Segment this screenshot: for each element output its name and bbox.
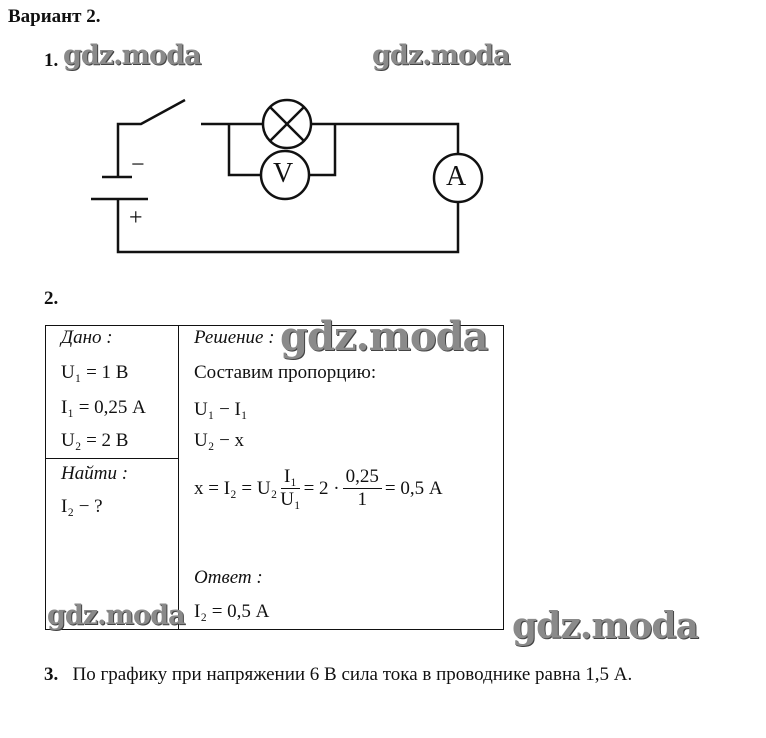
- ammeter-icon: [432, 152, 484, 204]
- given-header: Дано :: [61, 327, 113, 348]
- find-header: Найти :: [61, 463, 129, 484]
- answer-header: Ответ :: [194, 567, 263, 588]
- formula-mid: = 2 ·: [303, 477, 340, 499]
- lamp-icon: [261, 98, 313, 150]
- solution-table: [45, 325, 504, 630]
- task3-number: 3.: [44, 664, 59, 685]
- minus-sign: −: [131, 152, 145, 178]
- switch-icon: [116, 98, 186, 177]
- task3: 3. По графику при напряжении 6 В сила то…: [44, 664, 632, 686]
- numerator: I₁: [280, 466, 300, 489]
- given-item: I₁ = 0,25 А: [61, 397, 146, 418]
- wire: [309, 124, 337, 177]
- answer: I₂ = 0,5 А: [194, 601, 270, 622]
- wire: [311, 122, 460, 154]
- wire: [227, 124, 261, 177]
- task3-text: По графику при напряжении 6 В сила тока …: [72, 664, 633, 685]
- proportion-line: U₂ − x: [194, 430, 245, 451]
- solution-header: Решение :: [194, 327, 275, 348]
- find-item: I₂ − ?: [61, 496, 103, 517]
- denominator: 1: [357, 489, 368, 510]
- ammeter-label: A: [446, 161, 467, 192]
- circuit-diagram: [91, 98, 484, 254]
- given-item: U₂ = 2 В: [61, 430, 129, 451]
- numerator: 0,25: [342, 466, 382, 489]
- voltmeter-icon: [259, 149, 311, 201]
- solution-intro: Составим пропорцию:: [194, 362, 377, 383]
- task1-number: 1.: [44, 50, 59, 71]
- wire: [116, 199, 460, 254]
- task2-number: 2.: [44, 288, 59, 309]
- proportion-line: U₁ − I₁: [194, 399, 248, 420]
- plus-sign: +: [129, 205, 143, 231]
- watermark: gdz.moda: [372, 40, 510, 71]
- variant-title: Вариант 2.: [8, 6, 101, 27]
- formula-right: = 0,5 А: [384, 477, 443, 499]
- battery-icon: [91, 175, 148, 201]
- denominator: U₁: [280, 489, 301, 510]
- voltmeter-label: V: [273, 158, 294, 189]
- watermark: gdz.moda: [280, 313, 488, 360]
- watermark: gdz.moda: [512, 605, 699, 647]
- watermark: gdz.moda: [47, 600, 185, 631]
- given-item: U₁ = 1 В: [61, 362, 129, 383]
- formula-left: x = I₂ = U₂: [194, 477, 278, 499]
- watermark: gdz.moda: [63, 40, 201, 71]
